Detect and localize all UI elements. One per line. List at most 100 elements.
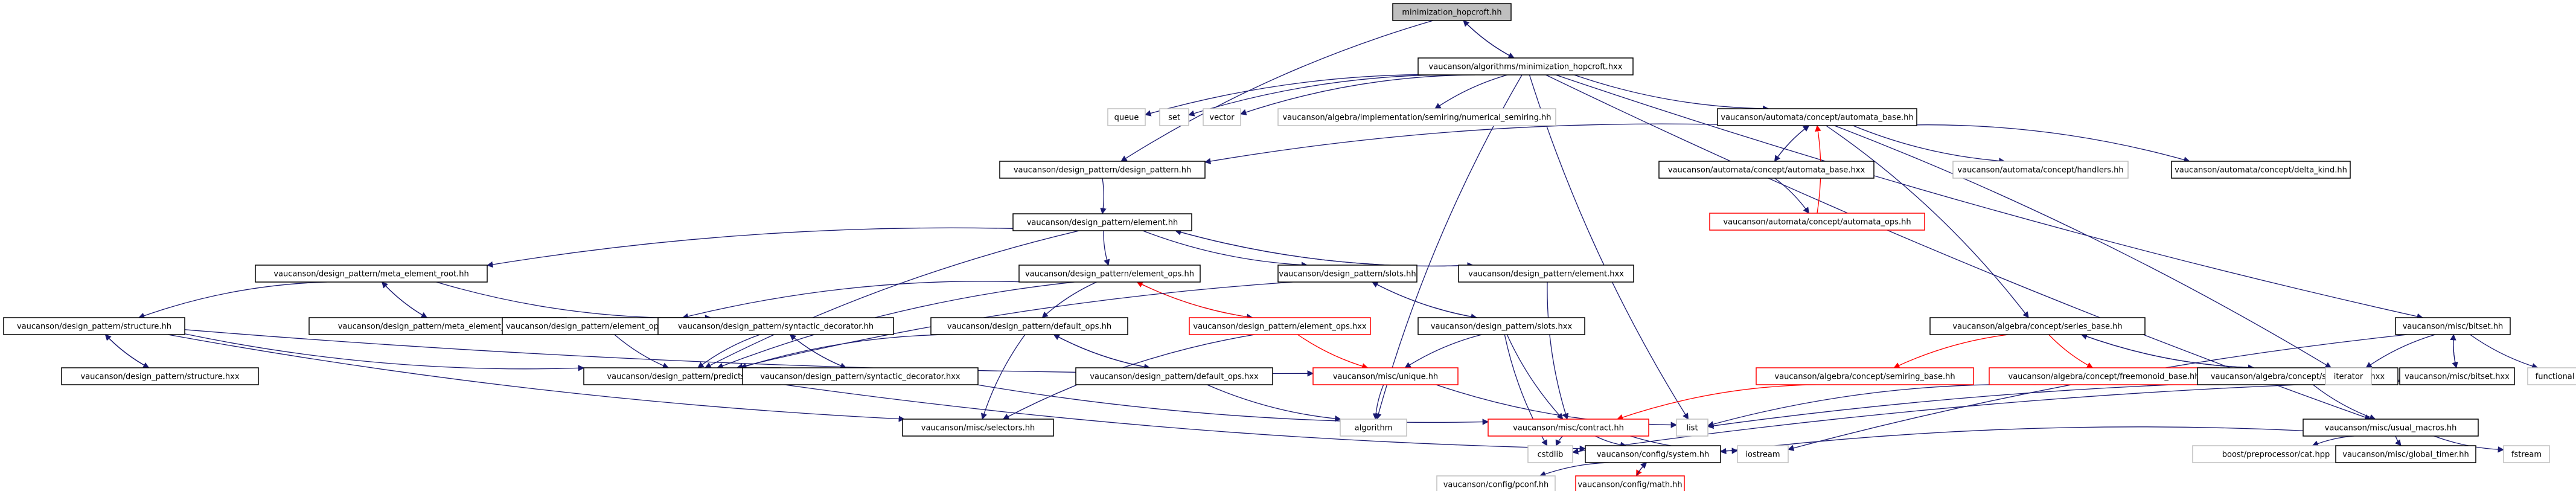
node-label: functional [2536,373,2575,382]
graph-node-n25[interactable]: vaucanson/misc/bitset.hh [2395,317,2511,335]
graph-node-n12[interactable]: vaucanson/design_pattern/element.hh [1012,213,1192,231]
node-box [2503,445,2550,463]
node-label: vaucanson/design_pattern/meta_element_ro… [338,323,538,332]
node-box [1737,445,1789,463]
graph-node-n42: cstdlib [1527,445,1573,463]
node-label: vaucanson/automata/concept/delta_kind.hh [2175,166,2347,175]
node-label: vaucanson/config/system.hh [1597,451,1709,460]
graph-node-n14[interactable]: vaucanson/design_pattern/element_ops.hh [1018,265,1201,283]
edge-n32-to-n39 [1707,383,2036,428]
graph-node-n40: algorithm [1340,419,1407,437]
node-box [2335,445,2476,463]
graph-node-n44: iostream [1737,445,1789,463]
graph-node-n16[interactable]: vaucanson/design_pattern/element.hxx [1458,265,1634,283]
graph-node-n35[interactable]: vaucanson/misc/bitset.hxx [2399,367,2515,385]
node-label: vaucanson/design_pattern/default_ops.hxx [1090,373,1259,382]
node-label: vaucanson/design_pattern/element_ops.hh [1025,270,1194,279]
graph-node-n39: list [1676,419,1708,437]
edge-n18-to-n27 [184,333,585,371]
graph-node-n37[interactable]: vaucanson/misc/selectors.hh [902,419,1054,437]
node-box [1189,317,1371,335]
graph-node-n1[interactable]: vaucanson/algorithms/minimization_hopcro… [1417,57,1634,75]
graph-node-n49[interactable]: vaucanson/config/math.hh [1575,475,1685,491]
graph-node-n2: queue [1107,108,1146,126]
graph-node-n43[interactable]: vaucanson/config/system.hh [1585,445,1721,463]
node-box [1203,108,1241,126]
graph-node-n29[interactable]: vaucanson/design_pattern/default_ops.hxx [1075,367,1273,385]
graph-node-n10[interactable]: vaucanson/automata/concept/delta_kind.hh [2171,161,2351,179]
edge-n1-to-n5 [1434,74,1508,109]
node-box [1340,419,1407,437]
graph-node-n23[interactable]: vaucanson/design_pattern/slots.hxx [1417,317,1585,335]
graph-node-n21[interactable]: vaucanson/design_pattern/default_ops.hh [930,317,1128,335]
node-label: vaucanson/design_pattern/slots.hxx [1431,323,1573,332]
edge-n43-to-n48 [1539,462,1609,477]
graph-node-n18[interactable]: vaucanson/design_pattern/structure.hh [3,317,185,335]
node-box [1075,367,1273,385]
graph-node-n30[interactable]: vaucanson/misc/unique.hh [1312,367,1459,385]
graph-node-n0[interactable]: minimization_hopcroft.hh [1392,3,1512,21]
graph-node-n13[interactable]: vaucanson/design_pattern/meta_element_ro… [255,265,488,283]
graph-node-n24[interactable]: vaucanson/algebra/concept/series_base.hh [1929,317,2146,335]
node-box [2303,419,2479,437]
node-label: vaucanson/design_pattern/element.hxx [1468,270,1624,279]
node-label: vaucanson/design_pattern/element.hh [1027,219,1178,228]
edge-n22-to-n14 [1136,281,1253,318]
graph-node-n38[interactable]: vaucanson/misc/contract.hh [1488,419,1649,437]
graph-node-n3: set [1159,108,1189,126]
edge-n12-to-n13 [486,227,1014,268]
edge-n38-to-n43 [1595,435,1627,448]
graph-node-n8[interactable]: vaucanson/automata/concept/automata_base… [1658,161,1874,179]
graph-node-n46[interactable]: vaucanson/misc/global_timer.hh [2335,445,2476,463]
node-box [1575,475,1685,491]
edge-n16-to-n38 [1547,281,1569,420]
edge-n14-to-n27 [717,281,1075,369]
node-label: algorithm [1355,424,1393,433]
edge-n26-to-n18 [104,334,149,368]
graph-node-n15[interactable]: vaucanson/design_pattern/slots.hh [1277,265,1417,283]
graph-node-n28[interactable]: vaucanson/design_pattern/syntactic_decor… [742,367,979,385]
edge-n14-to-n21 [1041,281,1097,318]
edge-n12-to-n15 [1142,230,1308,268]
edge-n21-to-n27 [740,334,971,370]
graph-node-n4: vector [1203,108,1241,126]
edge-n12-to-n27 [705,230,1079,368]
edge-n35-to-n39 [1707,379,2400,429]
node-label: vaucanson/design_pattern/meta_element_ro… [273,270,468,279]
graph-node-n26[interactable]: vaucanson/design_pattern/structure.hxx [61,367,259,385]
node-box [1658,161,1874,179]
edge-n19-to-n27 [614,334,670,369]
edge-n38-to-n42 [1555,435,1563,446]
node-box [2325,367,2372,385]
node-label: vaucanson/misc/usual_macros.hh [2325,424,2457,433]
graph-node-n11[interactable]: vaucanson/automata/concept/automata_ops.… [1709,213,1925,231]
edge-n1-to-n0 [1463,20,1515,59]
node-box [1277,265,1417,283]
graph-node-n5: vaucanson/algebra/implementation/semirin… [1277,108,1556,126]
edge-n8-to-n6 [1774,125,1810,162]
edge-n41-to-n43 [1719,426,2304,455]
edge-n23-to-n38 [1506,334,1564,420]
node-box [2171,161,2351,179]
edge-n16-to-n12 [1175,229,1473,267]
graph-node-n31[interactable]: vaucanson/algebra/concept/semiring_base.… [1756,367,1974,385]
graph-node-n7[interactable]: vaucanson/design_pattern/design_pattern.… [999,161,1206,179]
edge-n41-to-n46 [2395,435,2402,446]
graph-node-n22[interactable]: vaucanson/design_pattern/element_ops.hxx [1189,317,1371,335]
node-box [1756,367,1974,385]
graph-node-n32[interactable]: vaucanson/algebra/concept/freemonoid_bas… [1989,367,2219,385]
node-box [1018,265,1201,283]
node-box [2395,317,2511,335]
edge-n20-to-n27 [697,334,761,368]
edge-n15-to-n27 [736,281,1293,370]
node-label: vaucanson/misc/global_timer.hh [2342,451,2469,460]
node-label: vaucanson/design_pattern/element_op_trai… [506,323,695,332]
node-label: fstream [2511,451,2542,460]
graph-node-n41[interactable]: vaucanson/misc/usual_macros.hh [2303,419,2479,437]
edge-n18-to-n26 [104,334,150,368]
graph-node-n6[interactable]: vaucanson/automata/concept/automata_base… [1717,108,1917,126]
node-box [1277,108,1556,126]
graph-node-n20[interactable]: vaucanson/design_pattern/syntactic_decor… [657,317,894,335]
edge-n13-to-n20 [436,281,712,321]
